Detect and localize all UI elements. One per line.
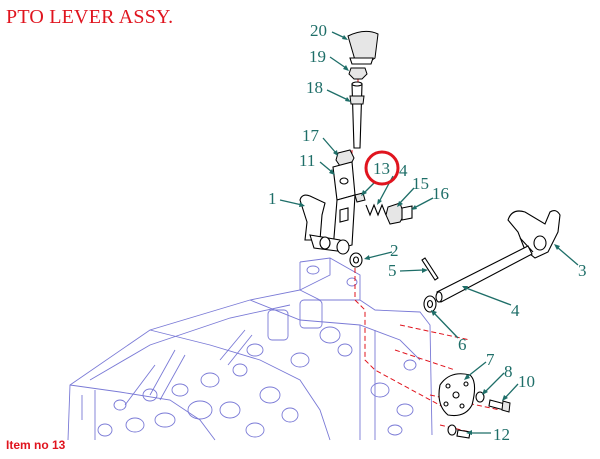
callout-6: 6	[458, 335, 467, 354]
callout-19: 19	[309, 47, 326, 66]
assembly-centerlines	[344, 70, 501, 433]
nut-part-19	[348, 67, 368, 80]
bolt-part-12	[447, 424, 471, 439]
callout-20: 20	[310, 21, 327, 40]
selected-item-label: Item no 13	[6, 438, 66, 452]
bolt-part-15	[385, 202, 405, 225]
callout-leaders	[279, 31, 579, 435]
washer-part-6	[423, 295, 437, 313]
callout-11: 11	[299, 151, 315, 170]
callout-13[interactable]: 13	[373, 159, 390, 178]
callout-7: 7	[486, 350, 495, 369]
callout-4: 4	[511, 301, 520, 320]
bracket-part-11	[332, 161, 356, 251]
callout-18: 18	[306, 78, 323, 97]
bolt-part-8	[475, 391, 485, 403]
page-title: PTO LEVER ASSY.	[6, 6, 174, 28]
shift-fork-part-3	[507, 209, 561, 259]
callout-labels: 20 19 18 17 11 13 4 15 16 1 2 3 5 4 6 7 …	[268, 21, 587, 444]
callout-2: 2	[390, 241, 399, 260]
washer-part-2	[349, 252, 363, 268]
cover-plate-part-7	[438, 373, 476, 417]
bolt-part-16	[401, 205, 413, 221]
highlight-circle	[364, 150, 400, 186]
rod-part-18	[349, 81, 365, 149]
callout-1: 1	[268, 189, 277, 208]
callout-15: 15	[412, 174, 429, 193]
callout-3: 3	[578, 261, 587, 280]
callout-10: 10	[518, 372, 535, 391]
callout-14: 4	[399, 161, 408, 180]
bolt-part-10	[488, 399, 511, 413]
spring-part-14	[365, 203, 387, 217]
callout-17: 17	[302, 126, 320, 145]
callout-16: 16	[432, 184, 449, 203]
callout-8: 8	[504, 362, 513, 381]
transmission-housing	[67, 257, 433, 441]
knob-part-20	[347, 30, 379, 65]
lever-arm-part-1	[299, 194, 350, 255]
callout-12: 12	[493, 425, 510, 444]
callout-5: 5	[388, 261, 397, 280]
pin-part-5	[421, 257, 439, 281]
shaft-part-4	[435, 245, 533, 303]
